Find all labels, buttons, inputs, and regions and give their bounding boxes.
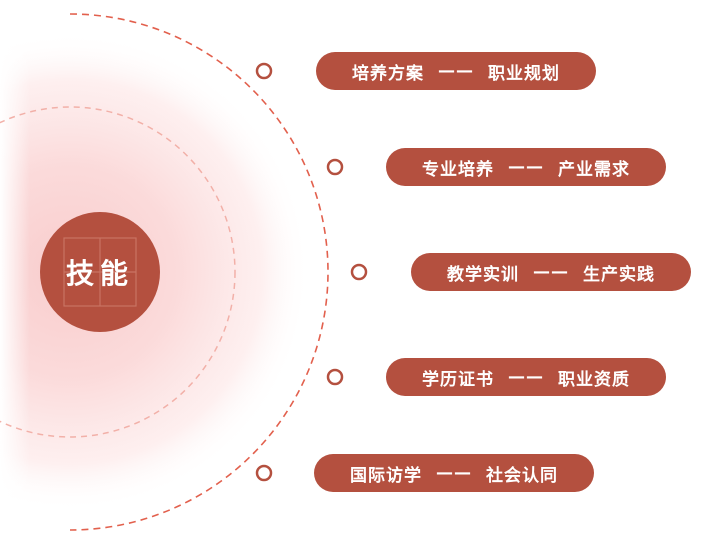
item-pill-5: 国际访学 —— 社会认同 [314,454,594,492]
item-1-left: 培养方案 [352,63,424,84]
item-2-right: 产业需求 [558,159,630,180]
item-pill-2: 专业培养 —— 产业需求 [386,148,666,186]
node-4 [326,368,344,386]
item-5-right: 社会认同 [486,465,558,486]
node-1 [255,62,273,80]
outer-dashed-arc [69,13,329,531]
node-5 [255,464,273,482]
item-3-right: 生产实践 [583,264,655,285]
item-4-right: 职业资质 [558,369,630,390]
item-pill-3: 教学实训 —— 生产实践 [411,253,691,291]
inner-dashed-ring [0,106,236,438]
item-3-left: 教学实训 [447,264,519,285]
center-label: 技能 [65,257,134,290]
item-4-left: 学历证书 [422,369,494,390]
item-1-separator: —— [438,61,474,81]
item-pill-4: 学历证书 —— 职业资质 [386,358,666,396]
item-pill-1: 培养方案 —— 职业规划 [316,52,596,90]
item-5-separator: —— [436,463,472,483]
center-grid-decoration [63,237,137,307]
item-4-separator: —— [508,367,544,387]
node-2 [326,158,344,176]
item-2-left: 专业培养 [422,159,494,180]
item-5-left: 国际访学 [350,465,422,486]
item-2-separator: —— [508,157,544,177]
item-3-separator: —— [533,262,569,282]
node-3 [350,263,368,281]
item-1-right: 职业规划 [488,63,560,84]
